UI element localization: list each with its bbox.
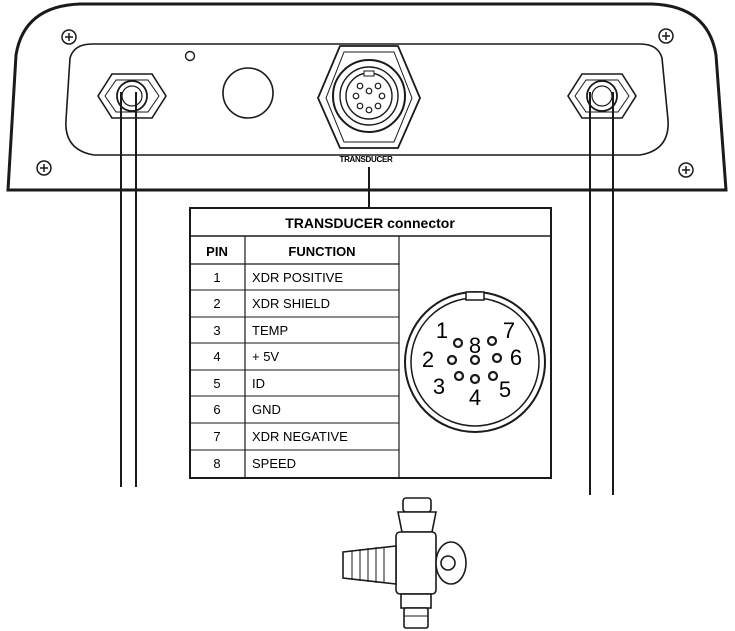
pin-function: XDR POSITIVE: [252, 270, 343, 285]
table-row: 7 XDR NEGATIVE: [213, 429, 348, 444]
pin-function: + 5V: [252, 349, 279, 364]
pin-function: GND: [252, 402, 281, 417]
pin-4-hole: [469, 373, 481, 385]
pin-8-hole: [469, 354, 481, 366]
pin-function: SPEED: [252, 456, 296, 471]
left-cable-gland: [97, 73, 167, 119]
pin-function: ID: [252, 376, 265, 391]
table-title: TRANSDUCER connector: [285, 215, 455, 231]
pin-number: 1: [213, 270, 220, 285]
pin-function: XDR NEGATIVE: [252, 429, 348, 444]
pin-label-1: 1: [436, 318, 448, 343]
pin-label-8: 8: [469, 333, 481, 358]
pin-number: 5: [213, 376, 220, 391]
pin-label-5: 5: [499, 377, 511, 402]
pin-7-hole: [486, 335, 498, 347]
pin-function: TEMP: [252, 323, 288, 338]
table-row: 2 XDR SHIELD: [213, 296, 330, 311]
pin-label-7: 7: [503, 318, 515, 343]
right-cable-gland: [567, 73, 637, 119]
pin-number: 8: [213, 456, 220, 471]
pin-label-3: 3: [433, 374, 445, 399]
table-row: 6 GND: [213, 402, 281, 417]
blanking-plug: [222, 67, 274, 119]
pin-label-4: 4: [469, 385, 481, 410]
pin-3-hole: [453, 370, 465, 382]
transducer-port-label: TRANSDUCER: [339, 155, 393, 164]
table-row: 3 TEMP: [213, 323, 288, 338]
pin-number: 7: [213, 429, 220, 444]
column-header-function: FUNCTION: [288, 244, 355, 259]
pin-label-6: 6: [510, 345, 522, 370]
pin-function: XDR SHIELD: [252, 296, 330, 311]
screw-icon-top-left: [61, 29, 77, 45]
left-cable: [120, 92, 137, 487]
pin-number: 6: [213, 402, 220, 417]
pin-1-hole: [452, 337, 464, 349]
pin-number: 2: [213, 296, 220, 311]
connector-face-pinout: 1 8 7 2 6 3 5 4: [404, 291, 546, 433]
vent-hole: [184, 50, 196, 62]
screw-icon-top-right: [658, 28, 674, 44]
pin-number: 3: [213, 323, 220, 338]
pin-5-hole: [487, 370, 499, 382]
screw-icon-bottom-left: [36, 160, 52, 176]
transducer-socket: [317, 45, 421, 149]
pin-number: 4: [213, 349, 220, 364]
transducer-t-fitting: [342, 497, 467, 629]
table-row: 8 SPEED: [213, 456, 296, 471]
screw-icon-bottom-right: [678, 162, 694, 178]
table-row: 5 ID: [213, 376, 265, 391]
pin-6-hole: [491, 352, 503, 364]
column-header-pin: PIN: [206, 244, 228, 259]
table-row: 4 + 5V: [213, 349, 279, 364]
table-row: 1 XDR POSITIVE: [213, 270, 343, 285]
pin-2-hole: [446, 354, 458, 366]
pin-label-2: 2: [422, 347, 434, 372]
right-cable: [589, 92, 614, 495]
